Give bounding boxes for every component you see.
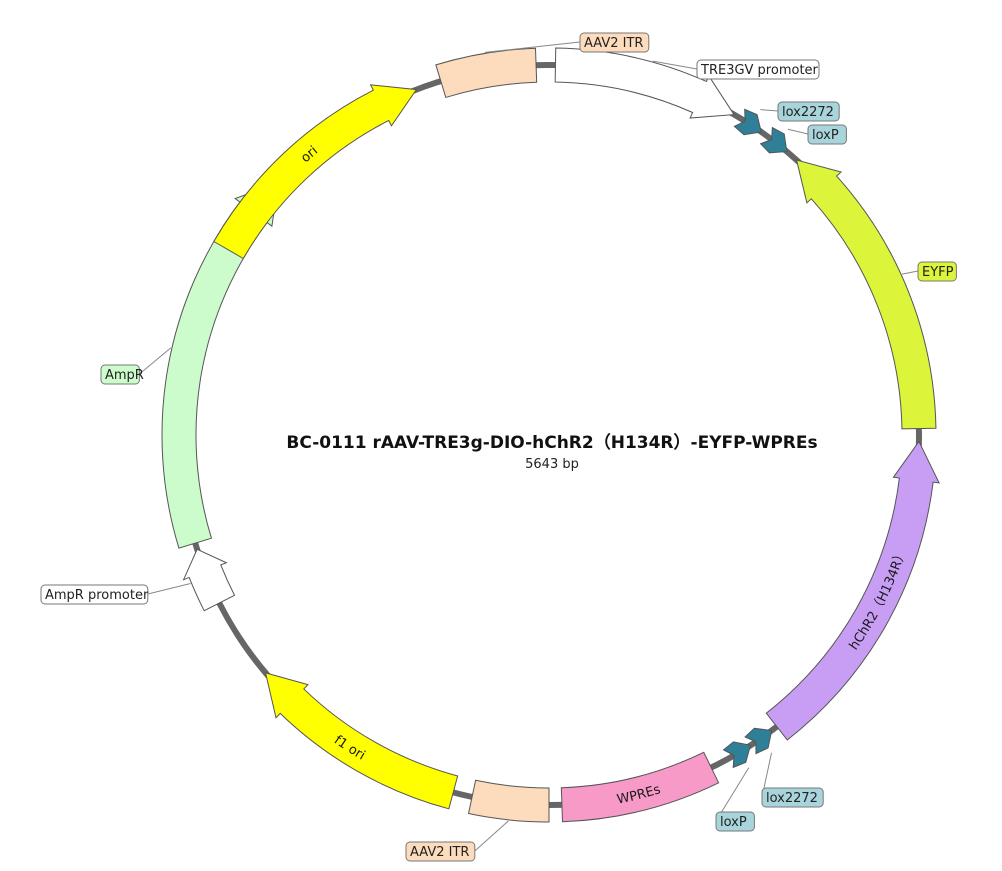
feature-eyfp[interactable] xyxy=(795,159,937,430)
callout-eyfp[interactable]: EYFP xyxy=(901,261,957,282)
eyfp-label-text: EYFP xyxy=(922,265,954,280)
tre3gv-promoter-shape xyxy=(554,47,735,119)
loxp-top-leader xyxy=(787,128,809,135)
feature-loxp-bottom[interactable] xyxy=(722,741,752,769)
aav2-itr-bottom-label-box xyxy=(405,841,476,862)
feature-f1-ori[interactable]: f1 ori xyxy=(197,563,582,810)
ampr-promoter-shape xyxy=(182,548,236,612)
tre3gv-promoter-label-text: TRE3GV promoter xyxy=(700,63,819,78)
aav2-itr-bottom-leader xyxy=(474,820,509,852)
ori-shape xyxy=(213,84,418,260)
callout-lox2272-top[interactable]: lox2272 xyxy=(760,101,840,122)
ampr-label-text: AmpR xyxy=(105,368,144,383)
aav2-itr-top-leader xyxy=(484,41,581,53)
lox2272-top-label-text: lox2272 xyxy=(782,105,834,120)
lox2272-bottom-label-text: lox2272 xyxy=(766,791,818,806)
aav2-itr-top-label-text: AAV2 ITR xyxy=(584,36,643,51)
callout-ampr[interactable]: AmpR xyxy=(100,347,172,385)
callout-aav2-itr-top[interactable]: AAV2 ITR xyxy=(484,32,650,53)
feature-ampr-promoter[interactable] xyxy=(182,548,236,612)
callout-aav2-itr-bottom[interactable]: AAV2 ITR xyxy=(405,820,509,862)
feature-wpres[interactable]: WPREs xyxy=(433,695,819,823)
tre3gv-promoter-label-box xyxy=(696,59,820,80)
lox2272-top-shape xyxy=(733,108,762,136)
feature-lox2272-top[interactable] xyxy=(733,108,762,136)
feature-loxp-top[interactable] xyxy=(759,126,788,154)
callout-tre3gv-promoter[interactable]: TRE3GV promoter xyxy=(652,59,820,80)
ampr-label-box xyxy=(100,364,140,385)
lox2272-bottom-label-box xyxy=(761,787,824,808)
hchr2-shape xyxy=(765,440,940,741)
loxp-bottom-shape xyxy=(722,741,752,769)
ampr-promoter-label-box xyxy=(40,584,149,605)
loxp-top-shape xyxy=(759,126,788,154)
feature-lox2272-bottom[interactable] xyxy=(744,727,773,755)
aav2-itr-top-label-box xyxy=(579,32,650,53)
plasmid-length: 5643 bp xyxy=(525,457,579,472)
callout-loxp-top[interactable]: loxP xyxy=(787,124,847,145)
f1-ori-shape xyxy=(264,672,459,810)
ampr-promoter-label-text: AmpR promoter xyxy=(45,588,149,603)
eyfp-shape xyxy=(795,159,937,430)
callout-loxp-bottom[interactable]: loxP xyxy=(715,767,755,832)
loxp-bottom-label-text: loxP xyxy=(720,815,747,830)
feature-aav2-itr-top[interactable] xyxy=(435,47,538,99)
loxp-top-label-text: loxP xyxy=(812,128,839,143)
callout-ampr-promoter[interactable]: AmpR promoter xyxy=(40,582,191,605)
plasmid-title: BC-0111 rAAV-TRE3g-DIO-hChR2（H134R）-EYFP… xyxy=(286,432,817,453)
eyfp-leader xyxy=(901,270,919,275)
callout-layer: AAV2 ITR TRE3GV promoter lox2272 loxP EYFP lo… xyxy=(40,32,957,862)
lox2272-top-label-box xyxy=(777,101,840,122)
ampr-leader xyxy=(139,347,172,375)
callout-lox2272-bottom[interactable]: lox2272 xyxy=(761,752,824,808)
aav2-itr-bottom-label-text: AAV2 ITR xyxy=(410,845,469,860)
feature-ori[interactable]: ori xyxy=(190,70,543,372)
lox2272-top-leader xyxy=(760,109,779,112)
ampr-promoter-leader xyxy=(147,582,191,595)
tre3gv-promoter-leader xyxy=(652,60,698,70)
lox2272-bottom-shape xyxy=(744,727,773,755)
aav2-itr-bottom-shape xyxy=(467,779,550,823)
eyfp-label-box xyxy=(917,261,957,282)
wpres-shape xyxy=(560,751,720,823)
feature-tre3gv-promoter[interactable] xyxy=(554,47,735,119)
aav2-itr-top-shape xyxy=(435,47,538,99)
feature-aav2-itr-bottom[interactable] xyxy=(467,779,550,823)
loxp-top-label-box xyxy=(807,124,847,145)
loxp-bottom-label-box xyxy=(715,811,755,832)
